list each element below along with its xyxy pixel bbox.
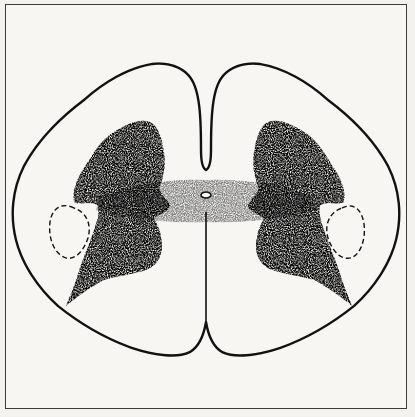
left-gray-matter-horn	[66, 121, 170, 306]
right-dashed-region	[327, 206, 365, 258]
right-gray-matter-horn	[248, 121, 352, 306]
central-canal	[201, 192, 211, 198]
left-dashed-region	[50, 206, 90, 259]
